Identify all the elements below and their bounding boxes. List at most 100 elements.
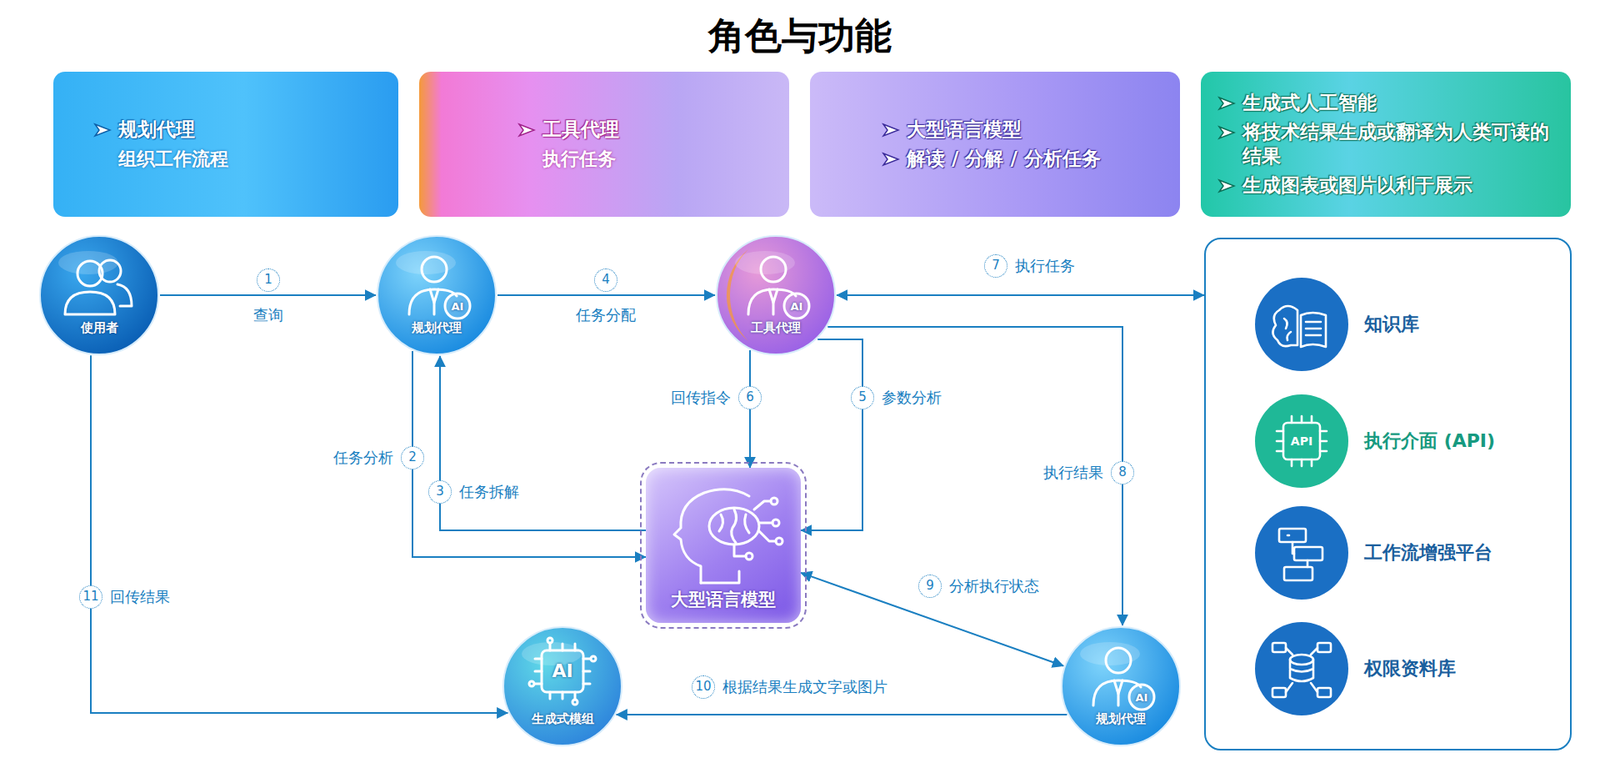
icon-stroke xyxy=(1305,321,1321,335)
circle-shape xyxy=(1060,625,1182,747)
bullet-arrow xyxy=(1219,97,1235,110)
title: 角色与功能 xyxy=(0,11,1600,61)
edge-label: 任务分析 xyxy=(330,446,396,469)
resource-icon xyxy=(1254,620,1350,716)
bullet-arrow xyxy=(881,151,900,167)
icon-stroke xyxy=(572,699,578,705)
callout-number-text: 8 xyxy=(1118,464,1127,480)
resource-box: 知识库 API执行介面 (API) 工作流增强平台权限资料库 xyxy=(1204,237,1572,750)
icon xyxy=(1276,415,1327,466)
resource-item: 知识库 xyxy=(1254,276,1563,372)
icon xyxy=(65,260,132,315)
callout-number: 7 xyxy=(984,254,1008,278)
icon-stroke xyxy=(529,680,535,686)
panel-heading: 大型语言模型 xyxy=(906,117,1022,142)
panel-heading: 规划代理 xyxy=(118,117,195,142)
role-panel: 工具代理执行任务 xyxy=(419,71,790,217)
icon-stroke xyxy=(770,497,778,505)
connector xyxy=(412,350,646,557)
connector xyxy=(800,572,1064,666)
panel-heading: 生成图表或图片以利于展示 xyxy=(1242,173,1473,198)
icon xyxy=(1279,528,1323,580)
circle-outline xyxy=(503,626,622,745)
role-circle: AI 规划代理 xyxy=(375,234,498,356)
edge-label-text: 回传结果 xyxy=(107,587,173,605)
circle-outline xyxy=(716,235,835,355)
callout-number-text: 2 xyxy=(408,449,417,465)
resource-item: 权限资料库 xyxy=(1254,620,1563,716)
callout-number: 8 xyxy=(1110,460,1135,485)
icon-stroke xyxy=(700,570,740,583)
callout-number: 3 xyxy=(428,480,452,504)
callout-number-text: 10 xyxy=(695,678,711,694)
role-circle: AI工具代理 xyxy=(715,234,837,356)
panel-line: 执行任务 xyxy=(542,146,776,171)
icon-stroke xyxy=(1105,647,1131,673)
edge-label-text: 任务分析 xyxy=(330,448,396,466)
circle-label: 生成式模组 xyxy=(531,710,595,727)
icon-stroke xyxy=(1114,680,1123,694)
circle-gloss xyxy=(58,250,119,275)
circle-shape xyxy=(715,234,837,356)
panel-body: 执行任务 xyxy=(542,146,616,171)
callout-number: 2 xyxy=(400,445,425,470)
icon-text: AI xyxy=(432,300,483,312)
bullet-arrow xyxy=(883,124,899,136)
role-panel: 生成式人工智能将技术结果生成或翻译为人类可读的结果生成图表或图片以利于展示 xyxy=(1200,71,1571,217)
panel-heading: 生成式人工智能 xyxy=(1242,90,1377,115)
callout-number-text: 3 xyxy=(435,483,445,499)
icon-stroke xyxy=(1290,659,1314,681)
edge-label: 执行结果 xyxy=(1040,461,1106,484)
resource-icon xyxy=(1254,505,1350,600)
panel-line: 将技术结果生成或翻译为人类可读的结果 xyxy=(1217,120,1558,169)
icon-circle xyxy=(1255,621,1349,715)
panel-line: 组织工作流程 xyxy=(118,146,385,171)
icon-stroke xyxy=(1300,312,1326,347)
bullet-arrow xyxy=(1217,125,1236,140)
circle-label: 规划代理 xyxy=(411,320,462,336)
bullet-arrow xyxy=(881,122,900,138)
edge-label-text: 回传指令 xyxy=(668,388,734,406)
circle-shape xyxy=(38,234,160,356)
role-circle: 使用者 xyxy=(38,234,160,356)
circle-shape xyxy=(501,625,624,747)
edge-label-text: 任务分配 xyxy=(573,305,639,324)
icon-stroke xyxy=(1272,687,1286,697)
icon-stroke xyxy=(1284,566,1313,580)
circle-outline xyxy=(40,235,159,355)
edge-label: 任务分配 xyxy=(573,304,639,326)
circle-shape xyxy=(375,234,498,356)
icon-stroke xyxy=(1279,528,1306,542)
resource-item: 工作流增强平台 xyxy=(1254,505,1563,600)
circle-label: 使用者 xyxy=(80,320,119,336)
edge-label: 执行任务 xyxy=(1012,255,1078,277)
icon-stroke xyxy=(709,507,760,545)
connector xyxy=(90,355,508,713)
icon-stroke xyxy=(772,519,780,526)
icon-stroke xyxy=(535,643,590,699)
icon-stroke xyxy=(1117,693,1120,705)
icon-circle xyxy=(1255,505,1349,600)
icon-stroke xyxy=(775,537,783,545)
icon-stroke xyxy=(430,289,439,303)
resource-item: API执行介面 (API) xyxy=(1254,393,1563,489)
icon-text: AI xyxy=(1116,691,1167,703)
panel-line: 解读 / 分解 / 分析任务 xyxy=(881,146,1167,171)
connector xyxy=(497,294,715,296)
callout-number-text: 4 xyxy=(601,271,610,287)
resource-label: 工作流增强平台 xyxy=(1364,540,1493,565)
callout-number-text: 11 xyxy=(82,588,99,604)
role-panel: 大型语言模型解读 / 分解 / 分析任务 xyxy=(810,71,1180,217)
callout-number: 4 xyxy=(594,268,618,292)
icon-stroke xyxy=(433,302,436,315)
icon-text: AI xyxy=(537,661,588,680)
edge-label: 查询 xyxy=(250,304,286,326)
icon xyxy=(674,489,783,583)
panel-line: 生成图表或图片以利于展示 xyxy=(1217,173,1558,198)
role-circle: AI 生成式模组 xyxy=(501,625,624,747)
icon-stroke xyxy=(1317,687,1331,697)
icon-stroke xyxy=(1294,546,1323,560)
role-circle: AI规划代理 xyxy=(1060,625,1182,747)
